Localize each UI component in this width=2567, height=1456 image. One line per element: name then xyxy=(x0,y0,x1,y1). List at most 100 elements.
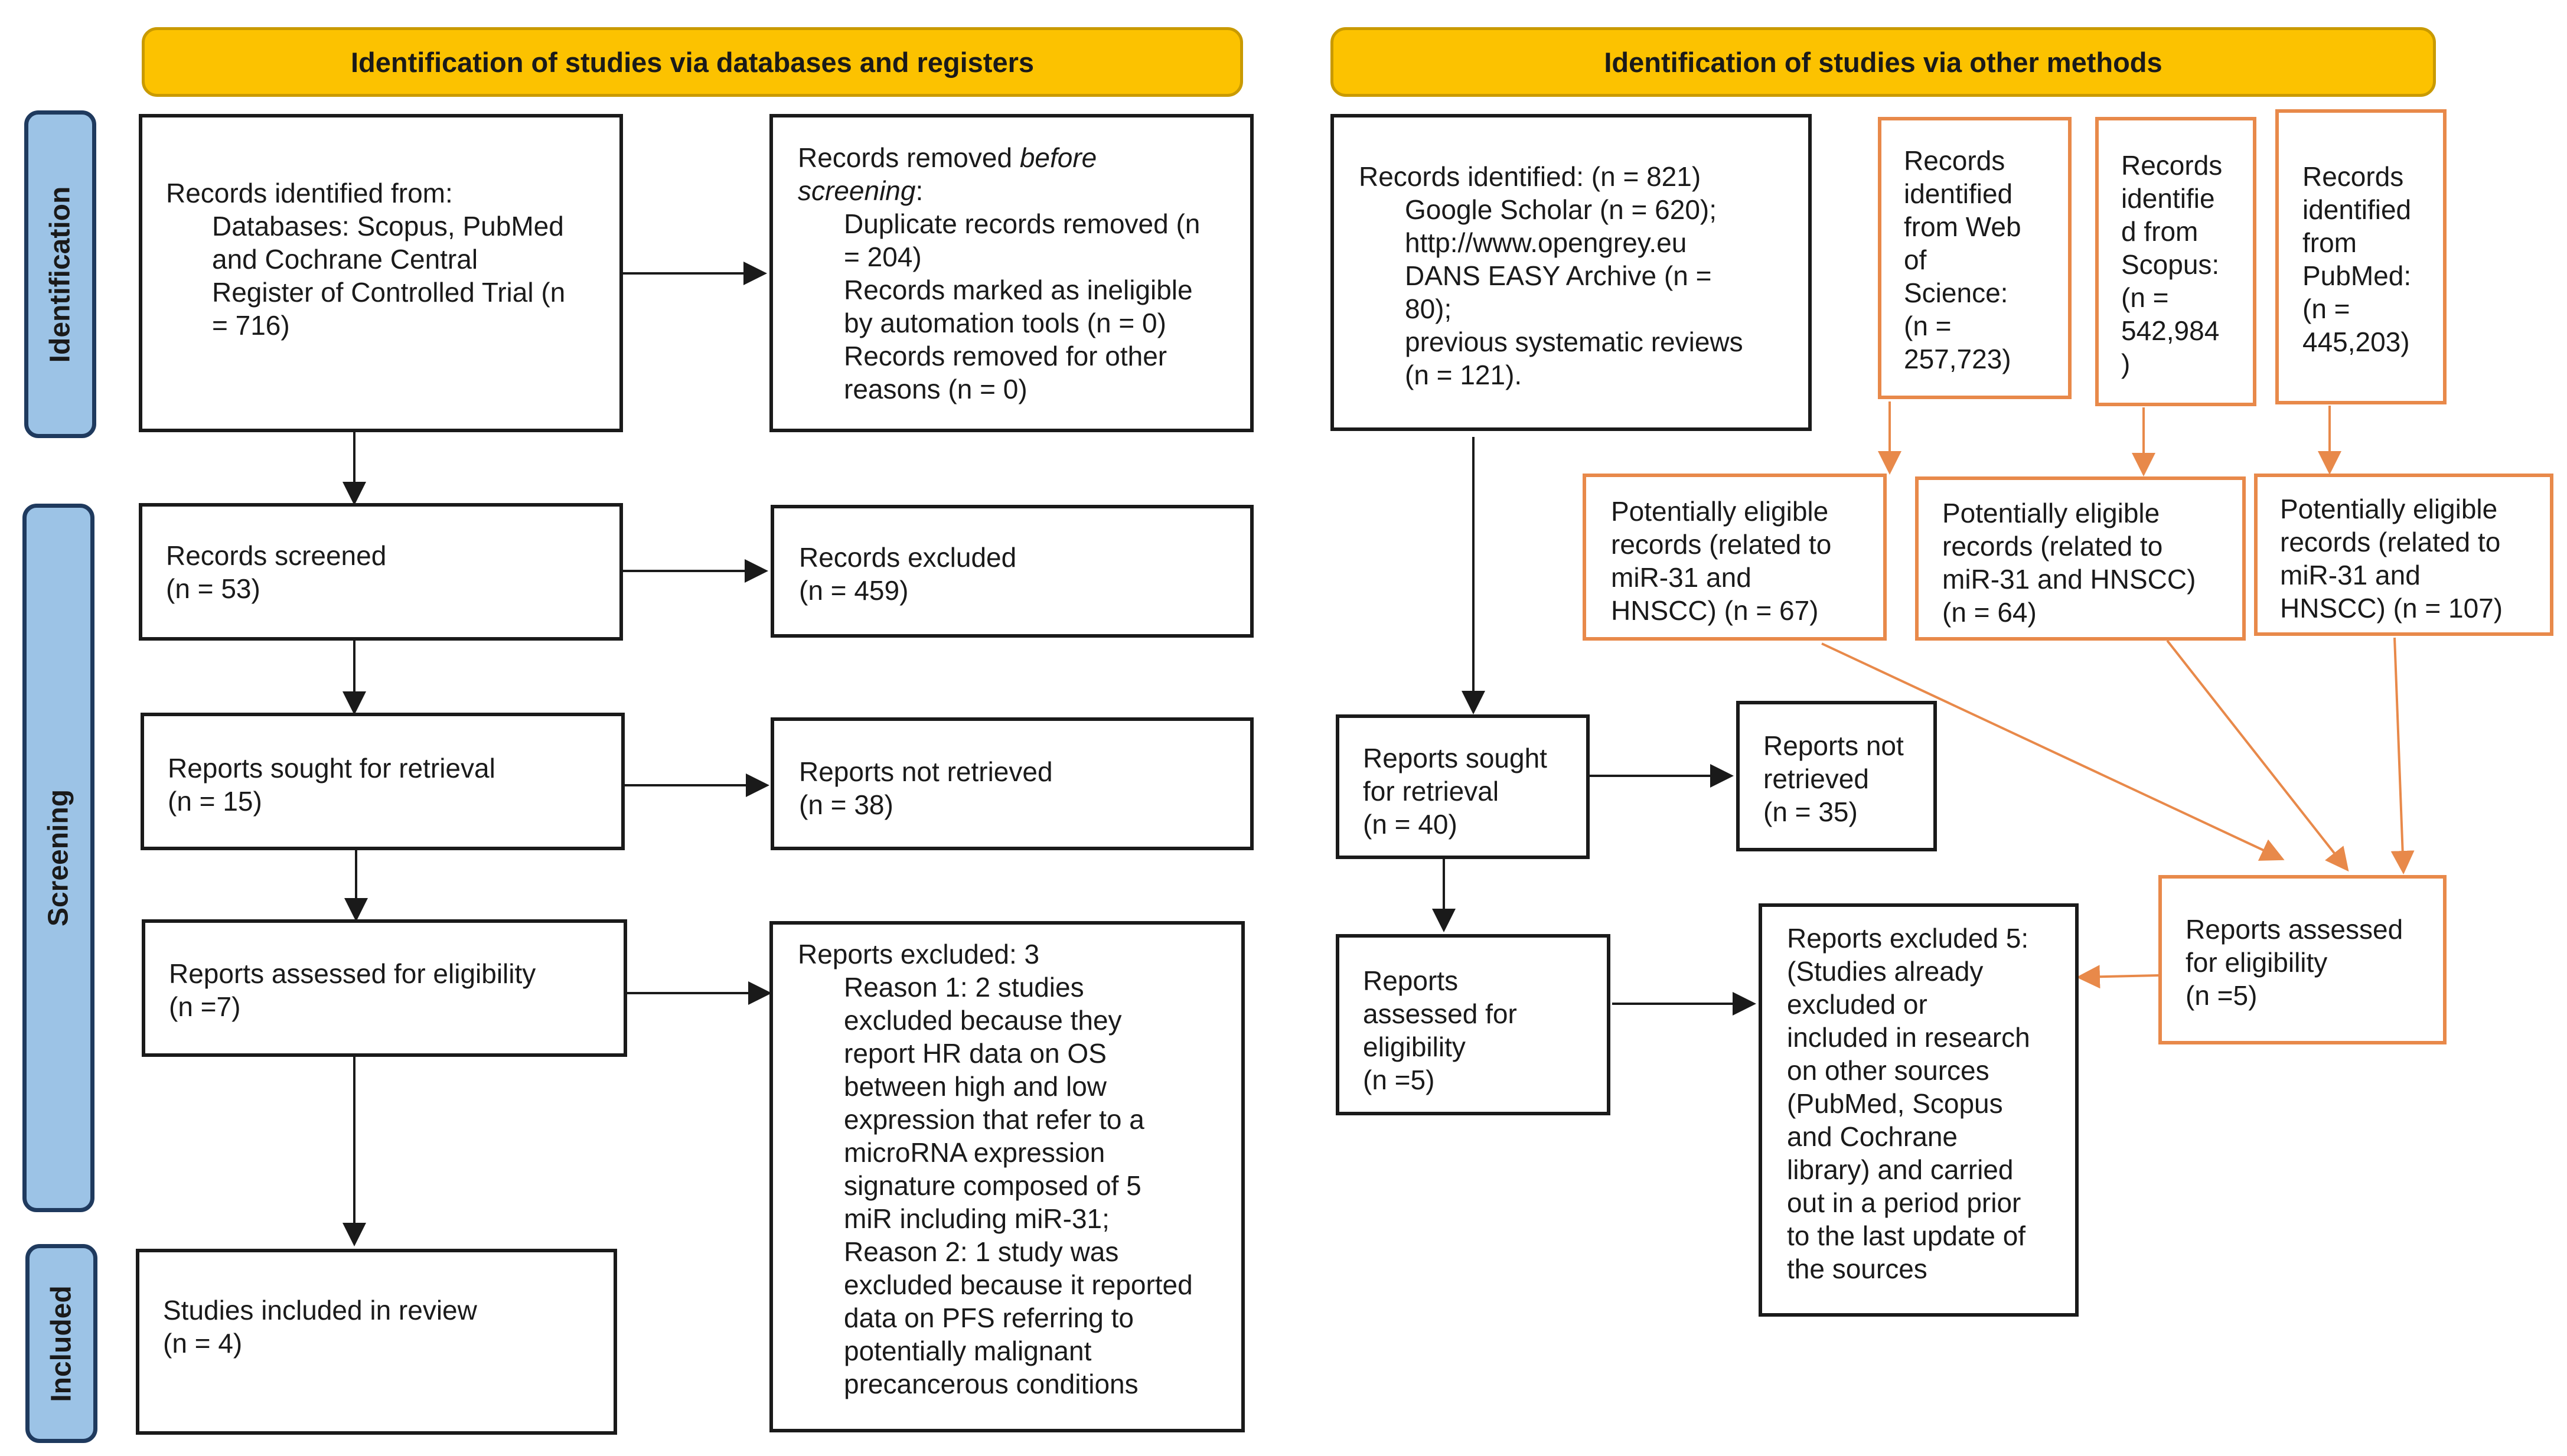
elig-2-line: records (related to xyxy=(1942,531,2163,561)
reports-excluded-line: precancerous conditions xyxy=(844,1369,1139,1399)
other-excluded-line: on other sources xyxy=(1787,1055,1989,1086)
records-identified-line: = 716) xyxy=(212,310,290,341)
arrow-elig-2-to-assessed xyxy=(2166,639,2349,872)
wos-line: identified xyxy=(1904,178,2013,209)
elig-1-line: Potentially eligible xyxy=(1611,496,1829,527)
other-assessed-line: assessed for xyxy=(1363,998,1517,1029)
other-excluded-line: to the last update of xyxy=(1787,1220,2026,1251)
elig-2-line: miR-31 and HNSCC) xyxy=(1942,564,2196,595)
reports-assessed-count: (n =7) xyxy=(169,991,241,1022)
reports-excluded-box: Reports excluded: 3 Reason 1: 2 studies … xyxy=(769,921,1245,1432)
records-removed-title-2: screening: xyxy=(798,175,924,206)
elig-3-line: records (related to xyxy=(2280,527,2501,557)
wos-line: of xyxy=(1904,244,1927,275)
arrow-elig-1-to-assessed xyxy=(1821,642,2285,861)
other-records-identified-line: (n = 121). xyxy=(1405,360,1522,390)
reports-not-retrieved-line: Reports not retrieved xyxy=(799,756,1053,787)
other-assessed-count: (n =5) xyxy=(1363,1065,1435,1095)
reports-assessed-box: Reports assessed for eligibility (n =7) xyxy=(142,919,627,1057)
records-identified-line: and Cochrane Central xyxy=(212,244,478,275)
phase-included: Included xyxy=(25,1244,97,1443)
reports-not-retrieved-box: Reports not retrieved (n = 38) xyxy=(771,717,1254,850)
phase-included-label: Included xyxy=(45,1285,77,1402)
other-reports-sought-count: (n = 40) xyxy=(1363,809,1457,840)
records-identified-line: Databases: Scopus, PubMed xyxy=(212,211,564,241)
records-identified-title: Records identified from: xyxy=(166,178,453,208)
header-databases: Identification of studies via databases … xyxy=(142,27,1243,97)
records-removed-line: Records marked as ineligible xyxy=(844,275,1193,305)
assessed-right-line: for eligibility xyxy=(2186,947,2328,978)
reports-not-retrieved-count: (n = 38) xyxy=(799,789,893,820)
other-excluded-line: Reports excluded 5: xyxy=(1787,923,2029,954)
pubmed-line: PubMed: xyxy=(2302,260,2412,291)
scopus-line: ) xyxy=(2121,348,2131,379)
records-excluded-line: Records excluded xyxy=(799,542,1017,573)
wos-line: Science: xyxy=(1904,278,2008,308)
reports-excluded-line: excluded because it reported xyxy=(844,1269,1193,1300)
other-reports-not-retrieved-box: Reports not retrieved (n = 35) xyxy=(1736,701,1937,851)
scopus-records-box: Records identifie d from Scopus: (n = 54… xyxy=(2095,117,2256,406)
elig-2-line: (n = 64) xyxy=(1942,597,2037,628)
reports-excluded-line: Reason 1: 2 studies xyxy=(844,972,1084,1003)
wos-line: 257,723) xyxy=(1904,344,2011,374)
other-records-identified-line: previous systematic reviews xyxy=(1405,327,1743,357)
wos-line: (n = xyxy=(1904,311,1952,341)
other-records-identified-line: http://www.opengrey.eu xyxy=(1405,227,1687,258)
reports-excluded-line: Reason 2: 1 study was xyxy=(844,1236,1119,1267)
other-excluded-line: the sources xyxy=(1787,1253,1927,1284)
studies-included-count: (n = 4) xyxy=(163,1328,243,1359)
scopus-line: Records xyxy=(2121,150,2223,181)
records-removed-line: Records removed for other xyxy=(844,341,1167,371)
elig-1-line: records (related to xyxy=(1611,529,1832,560)
scopus-line: identifie xyxy=(2121,183,2215,214)
other-excluded-line: excluded or xyxy=(1787,989,1927,1020)
reports-excluded-line: report HR data on OS xyxy=(844,1038,1107,1069)
elig-3-line: miR-31 and xyxy=(2280,560,2421,590)
reports-sought-count: (n = 15) xyxy=(168,786,262,817)
other-excluded-line: included in research xyxy=(1787,1022,2030,1053)
pubmed-records-box: Records identified from PubMed: (n = 445… xyxy=(2275,109,2447,404)
other-reports-assessed-right-box: Reports assessed for eligibility (n =5) xyxy=(2158,875,2447,1044)
pubmed-line: 445,203) xyxy=(2302,327,2410,357)
reports-excluded-title: Reports excluded: 3 xyxy=(798,939,1040,969)
other-not-retrieved-line: Reports not xyxy=(1763,730,1904,761)
other-records-identified-line: DANS EASY Archive (n = xyxy=(1405,260,1712,291)
records-excluded-box: Records excluded (n = 459) xyxy=(771,505,1254,638)
wos-line: Records xyxy=(1904,145,2005,176)
reports-assessed-line: Reports assessed for eligibility xyxy=(169,958,536,989)
other-excluded-line: library) and carried xyxy=(1787,1154,2014,1185)
elig-3-line: HNSCC) (n = 107) xyxy=(2280,593,2503,623)
wos-line: from Web xyxy=(1904,211,2021,242)
pubmed-line: (n = xyxy=(2302,293,2350,324)
other-excluded-line: (PubMed, Scopus xyxy=(1787,1088,2003,1119)
scopus-line: 542,984 xyxy=(2121,315,2220,346)
records-removed-line: Duplicate records removed (n xyxy=(844,208,1201,239)
other-records-identified-box: Records identified: (n = 821) Google Sch… xyxy=(1330,114,1812,431)
eligible-records-67-box: Potentially eligible records (related to… xyxy=(1583,474,1887,641)
reports-excluded-line: data on PFS referring to xyxy=(844,1302,1134,1333)
elig-1-line: miR-31 and xyxy=(1611,562,1751,593)
phase-screening: Screening xyxy=(22,504,94,1212)
header-other-methods: Identification of studies via other meth… xyxy=(1330,27,2436,97)
pubmed-line: identified xyxy=(2302,194,2412,225)
records-screened-count: (n = 53) xyxy=(166,573,260,604)
reports-excluded-line: expression that refer to a xyxy=(844,1104,1144,1135)
other-reports-assessed-box: Reports assessed for eligibility (n =5) xyxy=(1336,934,1610,1115)
wos-records-box: Records identified from Web of Science: … xyxy=(1878,117,2072,399)
records-screened-line: Records screened xyxy=(166,540,387,571)
elig-3-line: Potentially eligible xyxy=(2280,494,2498,524)
other-excluded-line: (Studies already xyxy=(1787,956,1984,987)
scopus-line: d from xyxy=(2121,216,2199,247)
records-removed-line: by automation tools (n = 0) xyxy=(844,308,1166,338)
records-screened-box: Records screened (n = 53) xyxy=(139,503,623,641)
reports-excluded-line: excluded because they xyxy=(844,1005,1122,1036)
records-removed-title: Records removed before xyxy=(798,142,1097,173)
other-records-identified-line: 80); xyxy=(1405,293,1452,324)
studies-included-box: Studies included in review (n = 4) xyxy=(136,1249,617,1435)
records-identified-line: Register of Controlled Trial (n xyxy=(212,277,566,308)
scopus-line: Scopus: xyxy=(2121,249,2220,280)
records-removed-line: = 204) xyxy=(844,241,922,272)
reports-excluded-line: signature composed of 5 xyxy=(844,1170,1141,1201)
arrow-elig-3-to-assessed xyxy=(2390,637,2415,874)
